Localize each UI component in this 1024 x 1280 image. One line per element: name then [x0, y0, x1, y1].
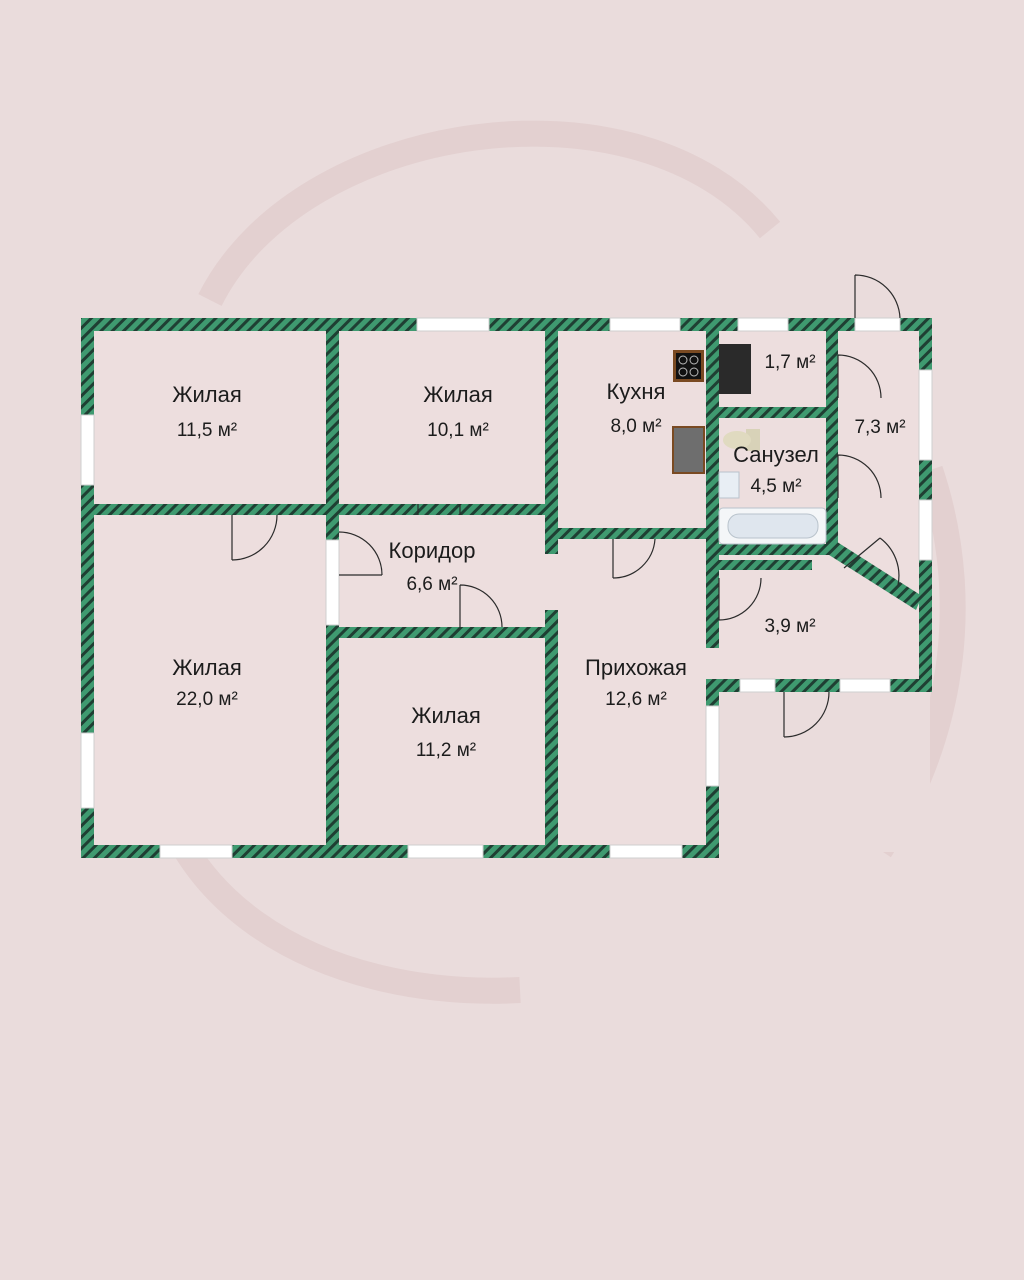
- room-area-hallway: 12,6 м²: [605, 689, 667, 710]
- boiler-icon: [719, 344, 751, 394]
- room-name-bathroom: Санузел: [733, 442, 819, 467]
- room-name-kitchen: Кухня: [607, 379, 666, 404]
- room-area-vestibule: 7,3 м²: [854, 417, 905, 438]
- room-area-storage: 1,7 м²: [764, 352, 815, 373]
- room-name-living-2: Жилая: [423, 382, 493, 407]
- room-area-living-3: 22,0 м²: [176, 689, 238, 710]
- room-area-living-1: 11,5 м²: [177, 420, 237, 441]
- room-name-living-3: Жилая: [172, 655, 242, 680]
- room-area-corridor: 6,6 м²: [406, 574, 457, 595]
- room-area-living-4: 11,2 м²: [416, 740, 476, 761]
- room-name-living-1: Жилая: [172, 382, 242, 407]
- room-name-corridor: Коридор: [389, 538, 476, 563]
- room-name-hallway: Прихожая: [585, 655, 687, 680]
- countertop-icon: [672, 426, 705, 474]
- stove-icon: [673, 350, 704, 382]
- bathtub-icon: [718, 507, 827, 545]
- diagonal-wall: [818, 540, 922, 610]
- windows: [80, 317, 933, 859]
- doors: [231, 274, 901, 738]
- room-area-living-2: 10,1 м²: [427, 420, 489, 441]
- room-name-living-4: Жилая: [411, 703, 481, 728]
- room-labels: Жилая 11,5 м² Жилая 10,1 м² Кухня 8,0 м² 1,7 м…: [172, 352, 905, 761]
- sink-icon: [718, 471, 740, 499]
- room-area-kitchen: 8,0 м²: [610, 416, 661, 437]
- toilet-icon: [723, 429, 760, 451]
- room-area-bathroom: 4,5 м²: [750, 476, 801, 497]
- exterior-notch: [720, 692, 930, 852]
- room-area-porch: 3,9 м²: [764, 616, 815, 637]
